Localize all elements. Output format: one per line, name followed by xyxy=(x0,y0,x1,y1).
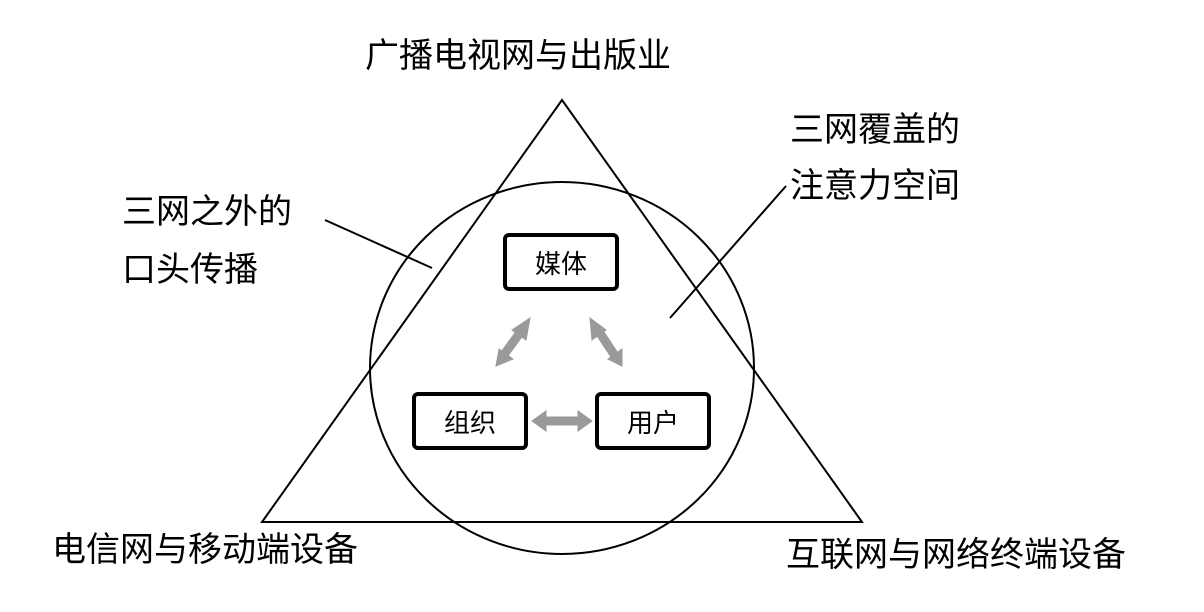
label-covered-line2: 注意力空间 xyxy=(790,166,960,206)
arrow-media-organization xyxy=(495,316,531,367)
label-covered-line1: 三网覆盖的 xyxy=(790,110,960,150)
outside-pointer-line xyxy=(324,219,433,269)
arrow-media-user xyxy=(589,316,623,367)
label-internet-terminal: 互联网与网络终端设备 xyxy=(786,535,1126,575)
triangle xyxy=(260,98,864,523)
covered-pointer-line xyxy=(669,185,787,319)
label-outside-line1: 三网之外的 xyxy=(122,192,292,232)
label-telecom-mobile: 电信网与移动端设备 xyxy=(52,530,358,570)
node-media: 媒体 xyxy=(503,233,619,291)
circle xyxy=(369,181,755,555)
node-organization: 组织 xyxy=(412,392,528,450)
label-outside-line2: 口头传播 xyxy=(122,250,258,290)
label-broadcast-publishing: 广播电视网与出版业 xyxy=(365,36,671,76)
node-user: 用户 xyxy=(595,392,711,450)
arrow-organization-user xyxy=(531,410,593,432)
